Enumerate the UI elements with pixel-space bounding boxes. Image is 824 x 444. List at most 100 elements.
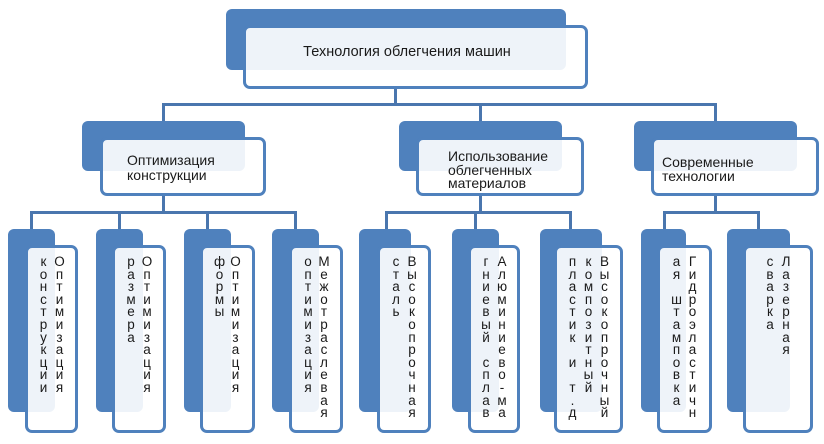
leaf-label-char: я <box>143 379 151 395</box>
leaf-label-char: а <box>320 329 328 345</box>
leaf-label-char: н <box>688 405 697 421</box>
leaf-label-char: а <box>568 279 577 295</box>
connector-leaf-9 <box>757 211 760 229</box>
leaf-label-char: и <box>498 304 506 320</box>
leaf-label-char: п <box>231 266 240 282</box>
leaf-label-char: в <box>320 379 328 395</box>
connector-branch-1 <box>162 103 165 121</box>
leaf-label-char: г <box>483 254 489 269</box>
leaf-label-char: и <box>568 316 577 332</box>
leaf-label-char: ы <box>599 392 610 408</box>
leaf-label-char: я <box>408 405 416 421</box>
leaf-label-char: ч <box>600 367 609 383</box>
leaf-label-char: о <box>408 316 416 332</box>
leaf-label-char: р <box>127 316 135 332</box>
leaf-label-char: м <box>671 329 682 345</box>
leaf-label-char: з <box>782 279 790 295</box>
leaf-label-char: з <box>232 329 239 345</box>
leaf-label-char: й <box>482 329 490 345</box>
leaf-label-char: а <box>498 405 506 421</box>
leaf-label-char: я <box>672 266 681 282</box>
leaf-label-char: ы <box>599 266 610 282</box>
leaf-label-char: р <box>688 291 697 307</box>
leaf-label-char: а <box>143 342 151 358</box>
leaf-label-char: а <box>782 329 790 345</box>
leaf-label-char: и <box>482 279 490 295</box>
leaf-label-char: ф <box>213 254 226 269</box>
leaf-label-char: и <box>688 379 697 395</box>
leaf-label-char: р <box>215 279 224 295</box>
leaf-label-char: а <box>320 392 328 408</box>
leaf-label-char: и <box>568 354 577 370</box>
branch-node-box <box>651 137 819 196</box>
leaf-label-char: я <box>304 379 312 395</box>
leaf-node-box <box>112 245 166 433</box>
leaf-label-char: а <box>766 316 774 332</box>
leaf-label-char: о <box>600 316 609 332</box>
leaf-label-char: с <box>392 254 400 269</box>
leaf-label-char: н <box>600 379 609 395</box>
leaf-label-char: и <box>143 316 151 332</box>
leaf-label-char: о <box>688 304 697 320</box>
leaf-label-char: л <box>568 266 577 282</box>
leaf-label-char: В <box>407 254 417 269</box>
leaf-label-char: а <box>672 392 681 408</box>
leaf-label-char: т <box>304 279 312 295</box>
leaf-label-char: о <box>215 266 224 282</box>
leaf-label-char: и <box>304 367 312 383</box>
leaf-label-char: о <box>600 354 609 370</box>
leaf-label-char: О <box>230 254 241 269</box>
leaf-label-char: р <box>766 291 774 307</box>
leaf-label-char: ч <box>688 392 697 408</box>
leaf-label-char: О <box>54 254 65 269</box>
leaf-label-char: о <box>600 291 609 307</box>
leaf-label-char: В <box>599 254 609 269</box>
leaf-label-char: а <box>688 342 697 358</box>
leaf-label-char: м <box>497 291 507 307</box>
leaf-label-char: в <box>766 266 774 282</box>
leaf-label-char: т <box>56 279 63 295</box>
leaf-label-char: п <box>568 254 577 269</box>
connector-level2-horizontal-1 <box>30 211 297 214</box>
leaf-label-char: т <box>232 279 239 295</box>
leaf-label-char: м <box>497 392 507 408</box>
leaf-label-char: о <box>584 304 593 320</box>
leaf-label-char: р <box>782 304 790 320</box>
connector-level2-horizontal-2 <box>385 211 572 214</box>
leaf-label-char: к <box>569 329 576 345</box>
leaf-node-box <box>25 245 78 433</box>
leaf-label-char: и <box>304 291 312 307</box>
leaf-label-char: и <box>498 329 506 345</box>
connector-branch-3 <box>714 103 717 121</box>
leaf-label-char: т <box>689 367 696 383</box>
leaf-label-char: д <box>568 405 577 421</box>
leaf-label-char: в <box>672 367 681 383</box>
root-node-box <box>243 25 588 89</box>
leaf-label-char: с <box>40 291 47 307</box>
leaf-label-char: ц <box>143 354 151 370</box>
connector-leaf-3 <box>206 211 209 229</box>
root-node-label: Технология облегчения машин <box>303 44 511 60</box>
leaf-label-char: т <box>569 304 576 320</box>
leaf-label-char: я <box>55 379 64 395</box>
leaf-label-char: к <box>40 254 47 269</box>
leaf-label-char: т <box>585 342 592 358</box>
leaf-label-char: М <box>318 254 330 269</box>
leaf-label-char: м <box>126 291 136 307</box>
connector-leaf-5 <box>385 211 388 229</box>
connector-leaf-2 <box>118 211 121 229</box>
leaf-label-char: а <box>408 392 416 408</box>
leaf-label-char: Л <box>781 254 791 269</box>
leaf-label-char: в <box>498 354 506 370</box>
leaf-label-char: ц <box>304 354 312 370</box>
leaf-label-char: р <box>408 342 416 358</box>
